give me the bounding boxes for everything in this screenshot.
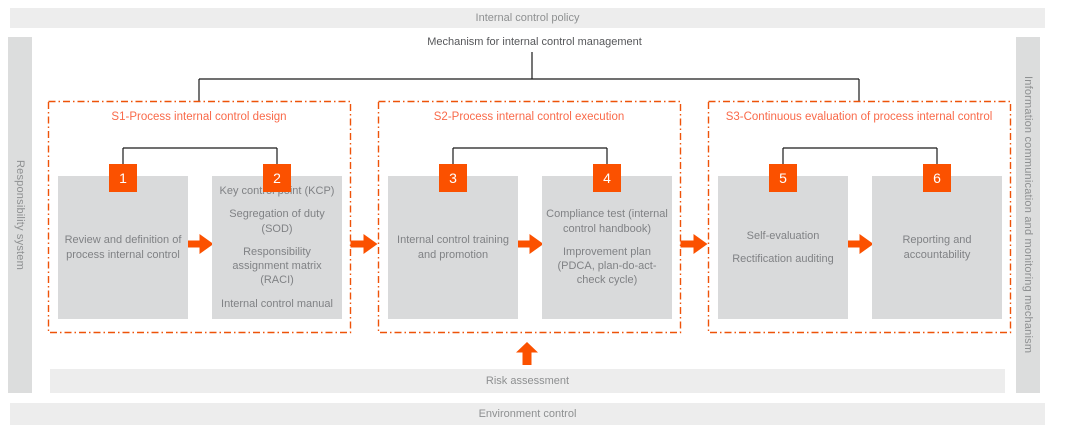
internal-control-policy-bar: Internal control policy — [10, 8, 1045, 28]
step-box-5: Self-evaluation Rectification auditing — [718, 176, 848, 319]
information-communication-bar: Information communication and monitoring… — [1016, 37, 1040, 393]
step-text: Reporting and accountability — [902, 234, 972, 261]
step-text: Self-evaluation — [746, 229, 820, 242]
section-s2-title: S2-Process internal control execution — [433, 111, 625, 123]
step-text: Review and definition of process interna… — [64, 234, 182, 261]
responsibility-system-bar: Responsibility system — [8, 37, 32, 393]
responsibility-system-label: Responsibility system — [14, 160, 26, 270]
step-number-badge-1: 1 — [109, 164, 137, 192]
section-s3: S3-Continuous evaluation of process inte… — [708, 101, 1010, 332]
risk-assessment-bar: Risk assessment — [50, 369, 1005, 393]
step-number-badge-4: 4 — [593, 164, 621, 192]
step-box-3: Internal control training and promotion — [388, 176, 518, 319]
arrow-right-icon — [680, 234, 708, 254]
section-s1: S1-Process internal control design Revie… — [48, 101, 350, 332]
step-number-badge-3: 3 — [439, 164, 467, 192]
step-number-badge-6: 6 — [923, 164, 951, 192]
internal-control-policy-label: Internal control policy — [475, 12, 580, 24]
arrow-right-icon — [350, 234, 378, 254]
step-text: Compliance test (internal control handbo… — [546, 208, 668, 235]
mechanism-label: Mechanism for internal control managemen… — [427, 36, 642, 48]
section-s1-title: S1-Process internal control design — [111, 111, 287, 123]
step-text: Segregation of duty (SOD) — [229, 208, 325, 235]
step-text: Rectification auditing — [732, 253, 834, 265]
step-text: Responsibility assignment matrix (RACI) — [232, 245, 322, 287]
risk-assessment-label: Risk assessment — [485, 375, 570, 387]
section-s2: S2-Process internal control execution In… — [378, 101, 680, 332]
step-text: Improvement plan (PDCA, plan-do-act-chec… — [557, 245, 657, 287]
environment-control-label: Environment control — [478, 408, 577, 420]
step-box-4: Compliance test (internal control handbo… — [542, 176, 672, 319]
information-communication-label: Information communication and monitoring… — [1022, 76, 1034, 354]
section-s3-title: S3-Continuous evaluation of process inte… — [725, 111, 993, 123]
environment-control-bar: Environment control — [10, 403, 1045, 425]
step-box-6: Reporting and accountability — [872, 176, 1002, 319]
step-number-badge-5: 5 — [769, 164, 797, 192]
step-number-badge-2: 2 — [263, 164, 291, 192]
step-box-1: Review and definition of process interna… — [58, 176, 188, 319]
step-text: Internal control training and promotion — [397, 234, 509, 261]
step-box-2: Key control point (KCP) Segregation of d… — [212, 176, 342, 319]
step-text: Internal control manual — [221, 297, 333, 310]
arrow-up-icon — [516, 342, 538, 365]
